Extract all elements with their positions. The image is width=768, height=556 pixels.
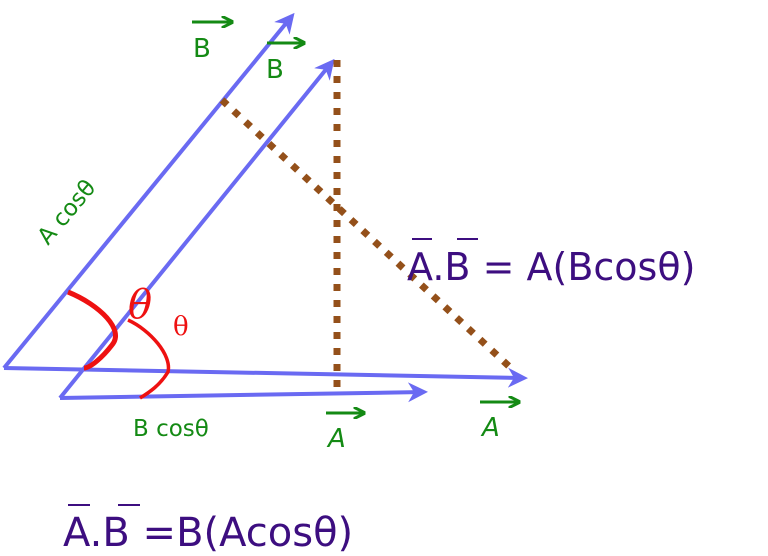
svg-text:A: A (480, 413, 500, 443)
vector-b-outer-line (2, 12, 295, 370)
theta-small-label: θ (173, 312, 189, 342)
svg-text:A.B =B(Acosθ): A.B =B(Acosθ) (63, 510, 353, 556)
eq-right-rhs: = A(Bcosθ) (471, 245, 696, 289)
equation-right: A.B = A(Bcosθ) (407, 238, 695, 289)
vector-a-outer-label: A (480, 402, 518, 443)
vector-a-outer-line (3, 366, 528, 388)
equation-bottom: A.B =B(Acosθ) (63, 504, 353, 556)
svg-text:B: B (193, 34, 211, 64)
vector-a-inner-line (59, 382, 428, 403)
projection-diagonal-dotted (219, 97, 516, 373)
vector-b-outer-label: B (192, 22, 231, 64)
vector-b-inner-line (58, 58, 335, 400)
svg-text:A: A (326, 424, 346, 454)
svg-text:A.B = A(Bcosθ): A.B = A(Bcosθ) (407, 245, 695, 289)
a-cos-theta-label: A cosθ (33, 175, 102, 250)
eq-right-b: B (444, 245, 470, 289)
eq-bottom-b: B (102, 510, 129, 556)
b-cos-theta-label: B cosθ (133, 416, 209, 442)
angle-arc-small (127, 318, 171, 400)
eq-bottom-dot: . (90, 510, 103, 556)
angle-arc-large (67, 289, 118, 371)
eq-right-a: A (407, 245, 433, 289)
vector-a-inner-label: A (326, 413, 363, 454)
theta-large-label: θ (128, 282, 152, 328)
eq-bottom-rhs: =B(Acosθ) (130, 510, 353, 556)
svg-text:B: B (266, 55, 284, 85)
eq-right-dot: . (432, 245, 444, 289)
vector-b-inner-label: B (266, 43, 303, 85)
eq-bottom-a: A (63, 510, 91, 556)
